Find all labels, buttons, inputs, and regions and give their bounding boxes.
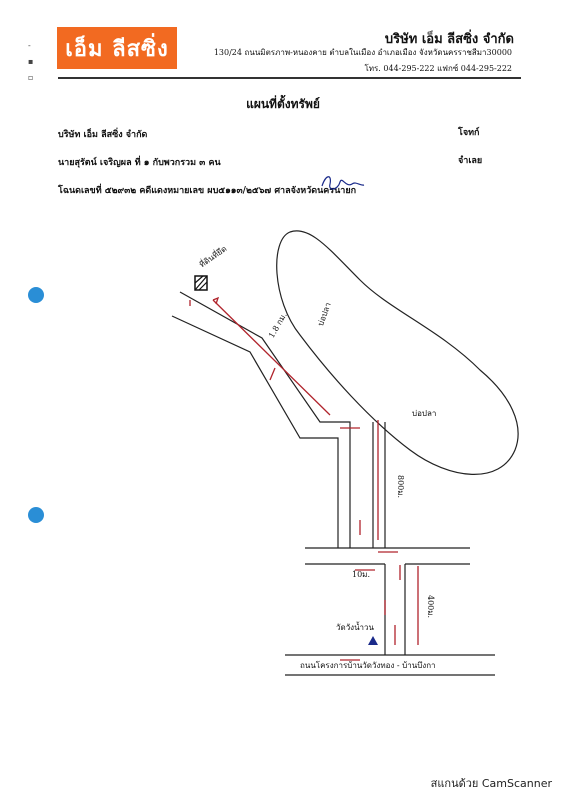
pond-label-2: บ่อปลา	[412, 409, 436, 418]
punch-hole-bottom	[28, 507, 44, 523]
route-arrows	[189, 296, 419, 661]
distance-small-label: 10ม.	[352, 570, 370, 579]
defendant-name: นายสุรัตน์ เจริญผล ที่ ๑ กับพวกรวม ๓ คน	[58, 158, 221, 168]
company-phone: โทร. 044-295-222 แฟกซ์ 044-295-222	[364, 64, 512, 73]
distance-mid-label: 800ม.	[396, 475, 405, 498]
pond-label-1: บ่อปลา	[316, 301, 333, 327]
scanner-watermark: สแกนด้วย CamScanner	[430, 777, 552, 790]
temple-marker	[368, 636, 378, 645]
property-marker	[194, 275, 208, 291]
plaintiff-label: โจทก์	[458, 128, 480, 138]
punch-hole-top	[28, 287, 44, 303]
defendant-label: จำเลย	[458, 156, 483, 166]
access-road-edge-inner	[171, 315, 339, 548]
plaintiff-name: บริษัท เอ็ม ลีสซิ่ง จำกัด	[58, 130, 148, 140]
main-road-label: ถนนโครงการบ้านวัดวังทอง - บ้านบึงกา	[300, 660, 436, 670]
fish-pond-outline	[276, 230, 519, 475]
company-logo: เอ็ม ลีสซิ่ง	[57, 27, 177, 69]
distance-top-label: 1.8 กม.	[267, 311, 289, 340]
header-divider	[58, 77, 521, 79]
document-title: แผนที่ตั้งทรัพย์	[246, 97, 320, 111]
access-road-edge-outer	[179, 291, 351, 548]
distance-bottom-label: 400ม.	[426, 595, 435, 618]
company-name: บริษัท เอ็ม ลีสซิ่ง จำกัด	[384, 32, 514, 47]
signature-mark	[321, 176, 365, 190]
property-label: ที่ดินที่ยึด	[197, 243, 229, 270]
deed-info: โฉนดเลขที่ ๕๒๙๓๒ คดีแดงหมายเลข ผบ๕๑๑๓/๒๕…	[58, 186, 357, 196]
company-address: 130/24 ถนนมิตรภาพ-หนองคาย ตำบลในเมือง อำ…	[213, 48, 512, 57]
margin-marks: -▪▫	[28, 41, 34, 82]
temple-label: วัดวังน้ำวน	[336, 621, 375, 632]
